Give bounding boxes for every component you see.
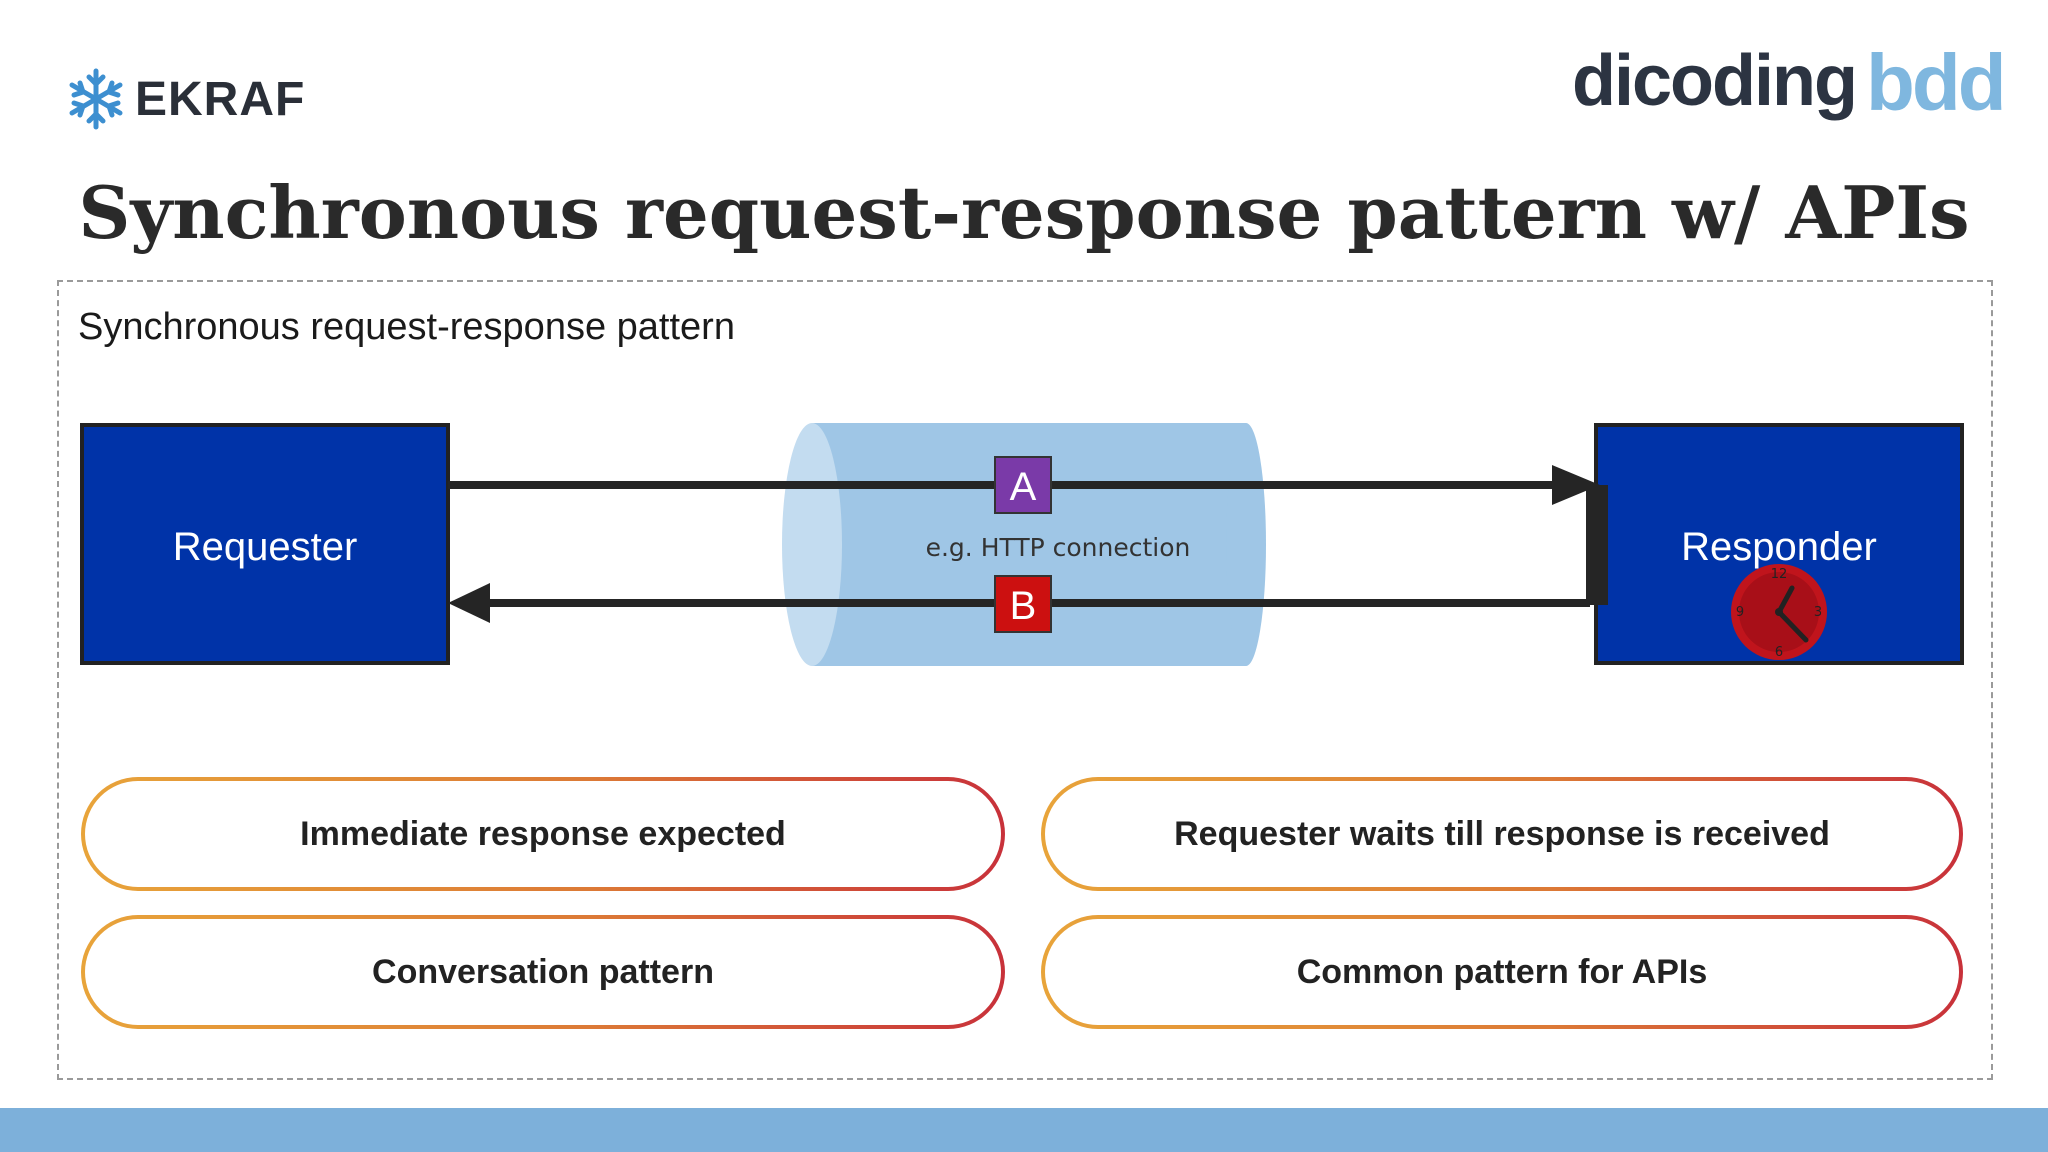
panel-subtitle: Synchronous request-response pattern bbox=[78, 306, 735, 348]
clock-num-6: 6 bbox=[1775, 645, 1783, 660]
clock-icon: 12 3 6 9 bbox=[1731, 564, 1827, 660]
message-a-box bbox=[994, 456, 1052, 514]
clock-num-3: 3 bbox=[1814, 605, 1822, 620]
point-common-for-apis: Common pattern for APIs bbox=[1041, 915, 1963, 1029]
point-immediate-response: Immediate response expected bbox=[81, 777, 1005, 891]
requester-label: Requester bbox=[173, 525, 358, 569]
diagram-panel bbox=[57, 280, 1993, 1080]
footer-bar bbox=[0, 1108, 2048, 1152]
message-b-label: B bbox=[1010, 584, 1037, 628]
snowflake-icon bbox=[69, 68, 123, 130]
point-label: Requester waits till response is receive… bbox=[1045, 781, 1959, 887]
point-requester-waits: Requester waits till response is receive… bbox=[1041, 777, 1963, 891]
point-label: Common pattern for APIs bbox=[1045, 919, 1959, 1025]
message-b-box bbox=[994, 575, 1052, 633]
ekraf-logo-text: EKRAF bbox=[135, 73, 306, 126]
point-label: Immediate response expected bbox=[85, 781, 1001, 887]
point-label: Conversation pattern bbox=[85, 919, 1001, 1025]
responder-wait-bar bbox=[1586, 485, 1608, 605]
message-a-label: A bbox=[1010, 465, 1037, 509]
channel-label: e.g. HTTP connection bbox=[926, 533, 1191, 562]
point-conversation-pattern: Conversation pattern bbox=[81, 915, 1005, 1029]
bdd-logo: bdd bbox=[1866, 38, 2007, 127]
dicoding-logo: dicoding bbox=[1572, 41, 1858, 121]
ekraf-logo bbox=[69, 68, 123, 130]
clock-num-12: 12 bbox=[1771, 567, 1788, 582]
responder-label: Responder bbox=[1681, 525, 1877, 569]
page-title: Synchronous request-response pattern w/ … bbox=[78, 170, 1970, 255]
requester-box bbox=[80, 423, 450, 665]
clock-num-9: 9 bbox=[1736, 605, 1744, 620]
